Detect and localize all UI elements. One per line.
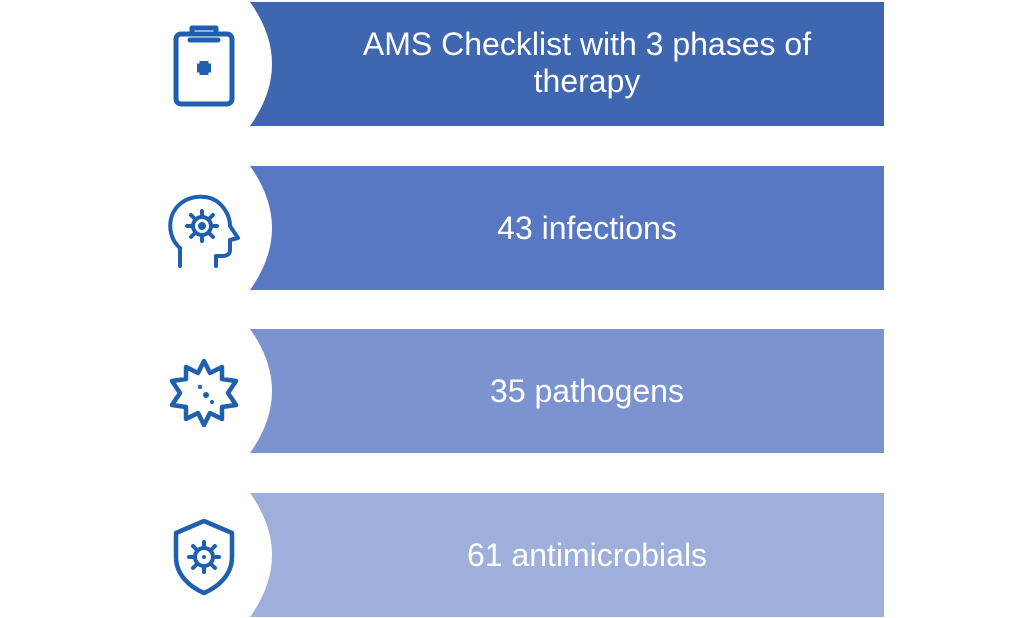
row-infections: 43 infections: [0, 166, 1024, 290]
row-antimicrobials: 61 antimicrobials: [0, 493, 1024, 617]
banner-pathogens: 35 pathogens: [250, 329, 884, 453]
shield-virus-icon: [160, 513, 248, 601]
row-pathogens: 35 pathogens: [0, 329, 1024, 453]
banner-checklist: AMS Checklist with 3 phases of therapy: [250, 2, 884, 126]
banner-antimicrobials-label: 61 antimicrobials: [466, 536, 708, 573]
clipboard-medical-icon: [160, 22, 248, 110]
banner-checklist-label: AMS Checklist with 3 phases of therapy: [362, 26, 812, 99]
banner-infections-label: 43 infections: [497, 209, 677, 246]
head-virus-icon: [160, 186, 248, 274]
banner-infections: 43 infections: [250, 166, 884, 290]
row-checklist: AMS Checklist with 3 phases of therapy: [0, 2, 1024, 126]
pathogen-icon: [160, 349, 248, 437]
banner-pathogens-label: 35 pathogens: [490, 372, 684, 409]
banner-antimicrobials: 61 antimicrobials: [250, 493, 884, 617]
